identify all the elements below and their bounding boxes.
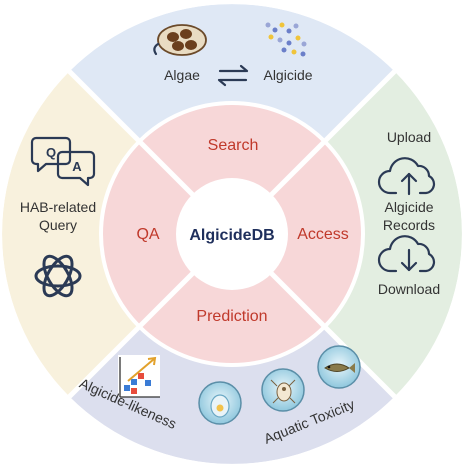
shrimp-dish-icon xyxy=(261,368,305,412)
algae-icon xyxy=(153,24,207,56)
inner-label-prediction: Prediction xyxy=(196,308,267,325)
svg-text:Q: Q xyxy=(46,145,56,160)
scatter-chart-icon xyxy=(118,355,160,398)
download-label: Download xyxy=(378,281,440,297)
algae-label: Algae xyxy=(164,67,200,83)
inner-label-qa: QA xyxy=(136,226,159,243)
inner-ring-border xyxy=(99,101,365,367)
algicide-molecules-icon xyxy=(265,22,307,57)
openai-logo-icon xyxy=(34,254,82,298)
exchange-arrows-icon xyxy=(217,64,249,87)
svg-text:A: A xyxy=(72,159,82,174)
algicide-label: Algicide xyxy=(263,67,312,83)
hab-query-label-line2: Query xyxy=(39,217,77,233)
hab-query-label-line1: HAB-related xyxy=(20,199,96,215)
inner-label-access: Access xyxy=(297,226,349,243)
cloud-download-icon xyxy=(377,235,436,273)
cloud-upload-icon xyxy=(377,157,436,196)
center-label: AlgicideDB xyxy=(189,227,274,244)
cell-dish-icon xyxy=(198,381,242,425)
center-circle xyxy=(176,178,288,290)
records-label-line2: Records xyxy=(383,217,435,233)
records-label-line1: Algicide xyxy=(384,199,433,215)
inner-label-search: Search xyxy=(208,137,259,154)
qa-chat-icon: Q A xyxy=(30,136,96,187)
fish-dish-icon xyxy=(317,345,361,389)
upload-label: Upload xyxy=(387,129,431,145)
